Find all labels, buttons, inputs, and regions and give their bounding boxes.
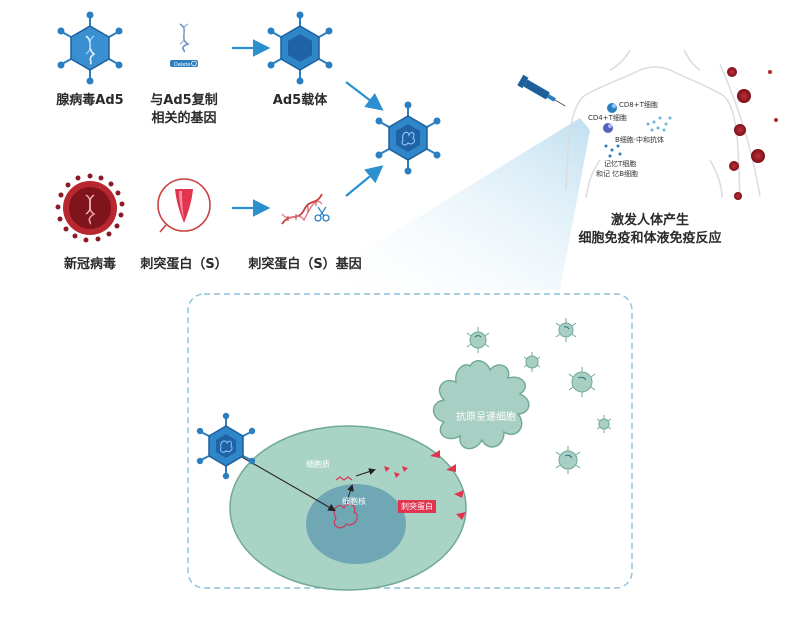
spike-fragments	[384, 466, 408, 478]
memory-cell-dots	[604, 144, 622, 158]
arrow-nucleus-to-cytoplasm	[345, 484, 354, 505]
label-apc: 抗原呈递细胞	[456, 412, 516, 423]
label-cd8: CD8+T细胞	[619, 101, 658, 109]
ad5-vector-icon	[267, 11, 333, 85]
label-memory-t: 记忆T细胞	[604, 160, 637, 168]
entering-vaccine-icon	[196, 412, 256, 480]
arrow-gene-to-vaccine	[345, 165, 384, 197]
label-cd4: CD4+T细胞	[588, 114, 627, 122]
label-cytoplasm: 细胞质	[306, 460, 330, 469]
human-body-outline	[565, 49, 761, 201]
arrow-vector-to-vaccine	[345, 81, 384, 111]
virus-particles	[727, 67, 778, 200]
spike-protein-icon	[157, 178, 211, 233]
dna-icon	[179, 23, 190, 53]
syringe-icon	[517, 74, 566, 107]
cd8-t-cell-icon	[607, 103, 617, 113]
recombinant-vaccine-icon	[375, 101, 441, 175]
label-b-cell: B细胞·中和抗体	[615, 136, 665, 144]
label-ad5-genes-line2: 相关的基因	[151, 111, 217, 126]
gene-strip	[170, 60, 198, 67]
label-ad5-vector: Ad5载体	[272, 93, 328, 108]
antigen-presenting-cell	[432, 360, 530, 450]
label-spike-tag: 刺突蛋白	[398, 500, 436, 513]
gene-in-nucleus	[333, 503, 358, 529]
antibody-dots	[646, 116, 672, 132]
label-nucleus: 细胞核	[342, 497, 366, 506]
light-beam	[300, 118, 590, 290]
arrow-translation	[355, 468, 376, 477]
label-spike-protein: 刺突蛋白（S）	[140, 257, 228, 272]
scissors-icon-small	[191, 60, 197, 67]
surface-spikes	[430, 450, 466, 520]
arrow-vaccine-into-cell	[239, 455, 336, 512]
b-cell-icon	[603, 123, 613, 133]
scissors-icon	[314, 206, 330, 222]
label-response-line2: 细胞免疫和体液免疫反应	[578, 231, 722, 246]
spike-gene-dna-icon	[281, 193, 323, 225]
mrna-squiggle	[335, 476, 353, 481]
label-response-line1: 激发人体产生	[610, 213, 689, 228]
coronavirus-icon	[55, 173, 125, 243]
label-spike-gene: 刺突蛋白（S）基因	[248, 257, 362, 272]
label-ad5-genes-line1: 与Ad5复制	[150, 93, 218, 108]
cell-detail-frame	[187, 293, 633, 589]
label-memory-b: 和记 忆B细胞	[596, 170, 639, 178]
label-adenovirus: 腺病毒Ad5	[56, 93, 124, 108]
small-apc-cells	[466, 318, 612, 474]
label-sars-cov2: 新冠病毒	[63, 257, 116, 272]
adenovirus-icon	[57, 11, 123, 85]
gene-strip-text: Delete	[174, 62, 190, 68]
